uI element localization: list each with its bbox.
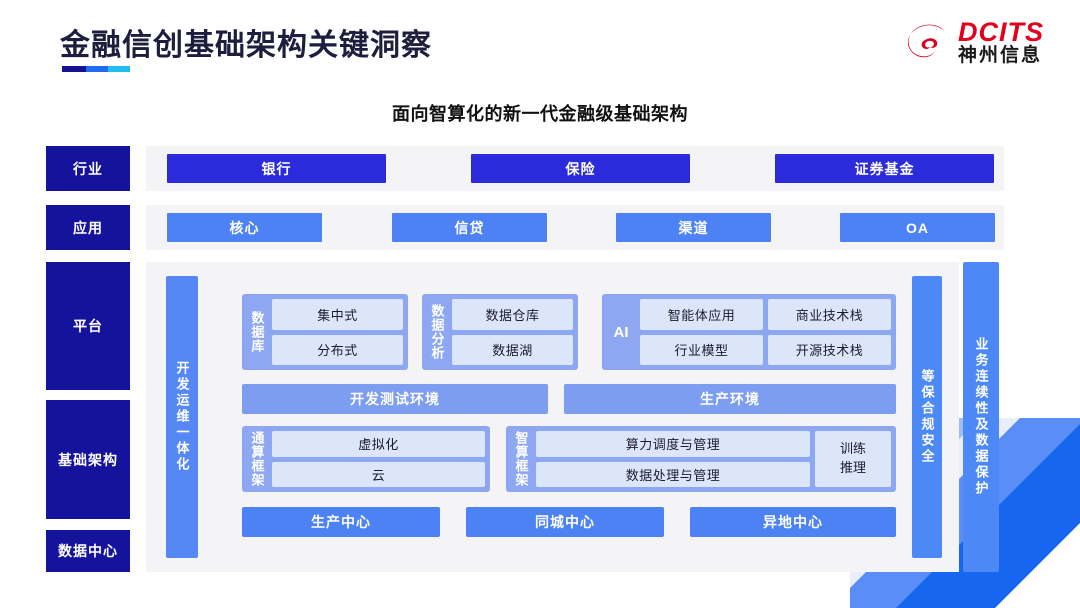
chip-virtualization[interactable]: 虚拟化 xyxy=(272,431,485,457)
industry-cell-securities-fund[interactable]: 证券基金 xyxy=(775,154,994,183)
chip-commercial-tech-stack[interactable]: 商业技术栈 xyxy=(768,299,891,330)
group-ai-body: 智能体应用 商业技术栈 行业模型 开源技术栈 xyxy=(640,299,891,365)
group-general-compute-framework[interactable]: 通算框架 虚拟化 云 xyxy=(242,426,490,492)
chip-data-warehouse[interactable]: 数据仓库 xyxy=(452,299,573,330)
page-title: 金融信创基础架构关键洞察 xyxy=(60,29,432,62)
group-intelligent-compute-body: 算力调度与管理 数据处理与管理 xyxy=(536,431,810,487)
application-cell-core[interactable]: 核心 xyxy=(167,213,322,242)
group-ai-label: AI xyxy=(613,323,629,341)
group-database-label: 数据库 xyxy=(249,311,265,353)
page-subtitle: 面向智算化的新一代金融级基础架构 xyxy=(392,104,688,124)
chip-data-processing[interactable]: 数据处理与管理 xyxy=(536,461,810,487)
datacenter-bar-production[interactable]: 生产中心 xyxy=(242,507,440,537)
title-underline xyxy=(62,66,130,72)
platform-panel: 开发运维一体化 等保合规安全 数据库 集中式 分布式 数据分析 数据仓库 xyxy=(146,262,959,572)
chip-agent-application[interactable]: 智能体应用 xyxy=(640,299,763,330)
chip-centralized[interactable]: 集中式 xyxy=(272,299,403,330)
chip-cloud[interactable]: 云 xyxy=(272,461,485,487)
group-intelligent-compute-label: 智算框架 xyxy=(513,431,529,487)
group-intelligent-compute-framework[interactable]: 智算框架 算力调度与管理 数据处理与管理 训练推理 xyxy=(506,426,896,492)
logo-text-block: DCITS 神州信息 xyxy=(958,18,1044,66)
group-data-analysis-body: 数据仓库 数据湖 xyxy=(452,299,573,365)
sidebar-item-platform[interactable]: 平台 xyxy=(46,262,130,390)
application-cell-oa[interactable]: OA xyxy=(840,213,995,242)
logo-en-text: DCITS xyxy=(958,17,1044,47)
logo-cn-text: 神州信息 xyxy=(958,45,1043,67)
group-data-analysis[interactable]: 数据分析 数据仓库 数据湖 xyxy=(422,294,578,370)
chip-data-lake[interactable]: 数据湖 xyxy=(452,334,573,365)
datacenter-bar-metro[interactable]: 同城中心 xyxy=(466,507,664,537)
group-general-compute-body: 虚拟化 云 xyxy=(272,431,485,487)
sidebar-item-datacenter[interactable]: 数据中心 xyxy=(46,530,130,572)
chip-distributed[interactable]: 分布式 xyxy=(272,334,403,365)
sidebar-item-infrastructure[interactable]: 基础架构 xyxy=(46,400,130,519)
brand-logo: DCITS 神州信息 xyxy=(904,18,1044,66)
dcits-swirl-logo-icon xyxy=(907,24,945,58)
compliance-security-vertical-bar[interactable]: 等保合规安全 xyxy=(912,276,942,558)
group-data-analysis-label: 数据分析 xyxy=(429,304,445,360)
industry-cell-bank[interactable]: 银行 xyxy=(167,154,386,183)
sidebar-item-industry[interactable]: 行业 xyxy=(46,146,130,191)
sidebar-item-application[interactable]: 应用 xyxy=(46,205,130,250)
devops-vertical-bar[interactable]: 开发运维一体化 xyxy=(166,276,198,558)
business-continuity-vertical-bar[interactable]: 业务连续性及数据保护 xyxy=(963,262,999,572)
group-database[interactable]: 数据库 集中式 分布式 xyxy=(242,294,408,370)
env-bar-production[interactable]: 生产环境 xyxy=(564,384,896,414)
industry-cell-insurance[interactable]: 保险 xyxy=(471,154,690,183)
datacenter-bar-remote[interactable]: 异地中心 xyxy=(690,507,896,537)
industry-row: 银行 保险 证券基金 xyxy=(146,146,1004,191)
application-cell-credit[interactable]: 信贷 xyxy=(392,213,547,242)
chip-opensource-tech-stack[interactable]: 开源技术栈 xyxy=(768,334,891,365)
chip-industry-model[interactable]: 行业模型 xyxy=(640,334,763,365)
group-ai[interactable]: AI 智能体应用 商业技术栈 行业模型 开源技术栈 xyxy=(602,294,896,370)
env-bar-dev-test[interactable]: 开发测试环境 xyxy=(242,384,548,414)
chip-training-inference[interactable]: 训练推理 xyxy=(815,431,891,487)
application-cell-channel[interactable]: 渠道 xyxy=(616,213,771,242)
group-general-compute-label: 通算框架 xyxy=(249,431,265,487)
group-database-body: 集中式 分布式 xyxy=(272,299,403,365)
chip-compute-scheduling[interactable]: 算力调度与管理 xyxy=(536,431,810,457)
application-row: 核心 信贷 渠道 OA xyxy=(146,205,1004,250)
